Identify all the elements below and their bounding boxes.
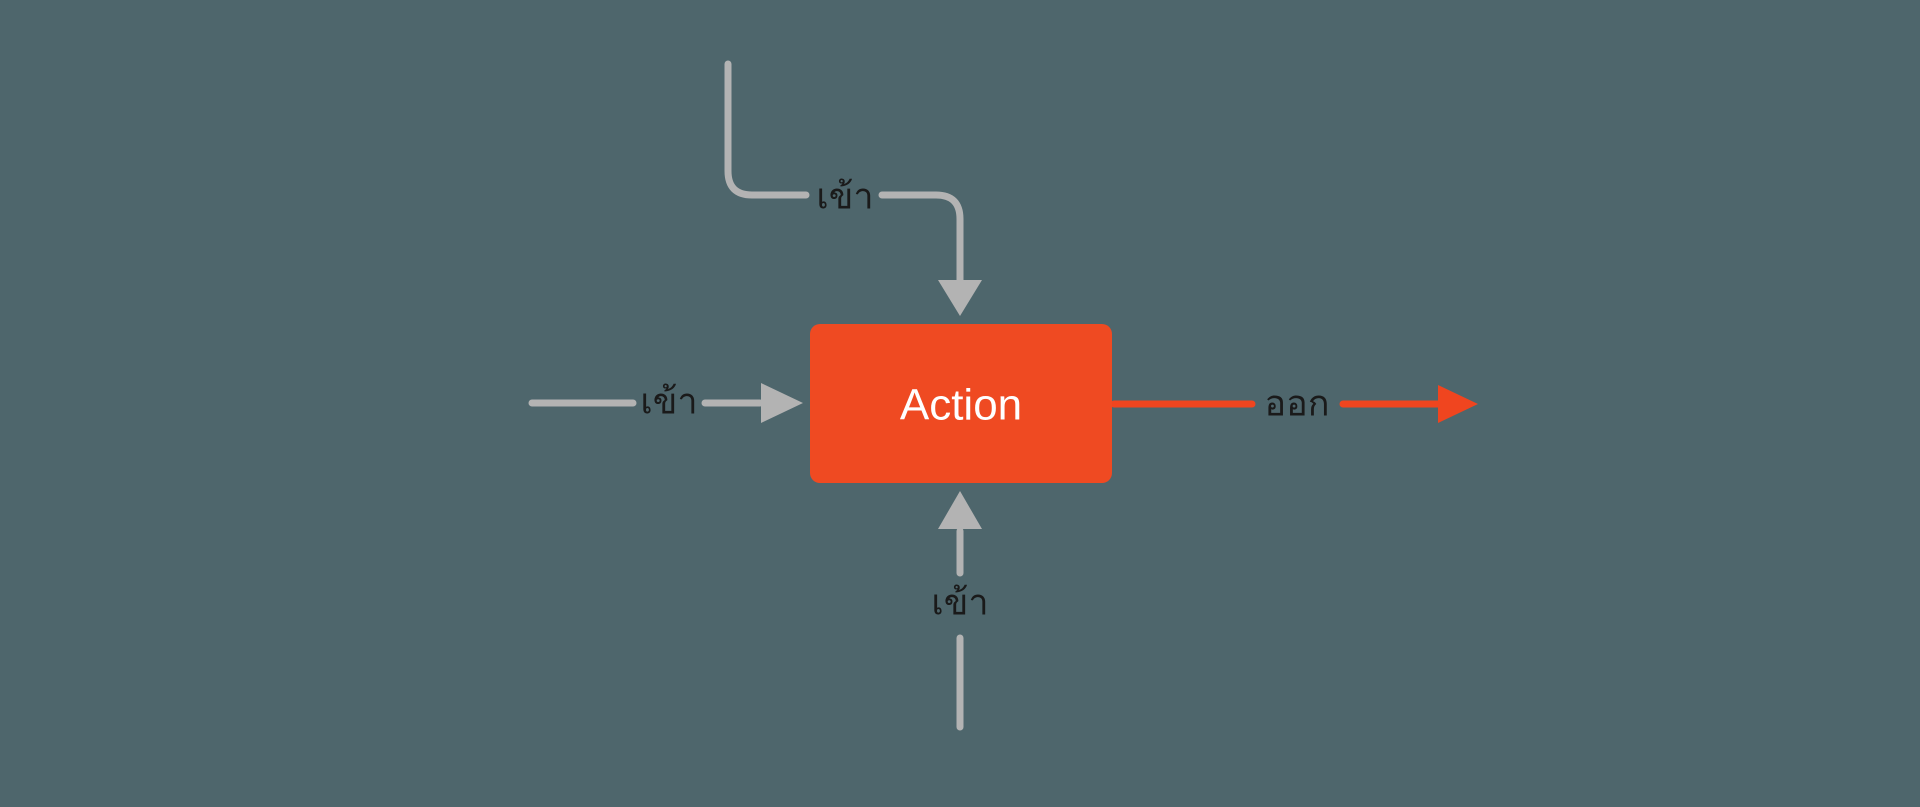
top-input-label: เข้า xyxy=(816,176,873,217)
bottom-input-arrowhead-icon xyxy=(938,491,982,529)
top-input-arrow-segment-2 xyxy=(878,191,964,286)
left-input-arrowhead-icon xyxy=(761,383,803,423)
right-output-arrowhead-icon xyxy=(1438,385,1478,423)
top-input-arrow-segment-1 xyxy=(724,60,810,199)
right-output-arrow: ออก xyxy=(1110,383,1478,424)
right-output-label: ออก xyxy=(1264,383,1329,424)
top-input-arrow: เข้า xyxy=(724,60,982,316)
left-input-label: เข้า xyxy=(640,381,697,422)
bottom-input-label: เข้า xyxy=(931,582,988,623)
top-input-arrowhead-icon xyxy=(938,280,982,316)
action-node-box xyxy=(810,324,1112,483)
action-node-label: Action xyxy=(900,381,1022,430)
left-input-arrow: เข้า xyxy=(528,381,803,423)
bottom-input-arrow: เข้า xyxy=(931,491,989,731)
action-node: Action xyxy=(810,324,1112,483)
